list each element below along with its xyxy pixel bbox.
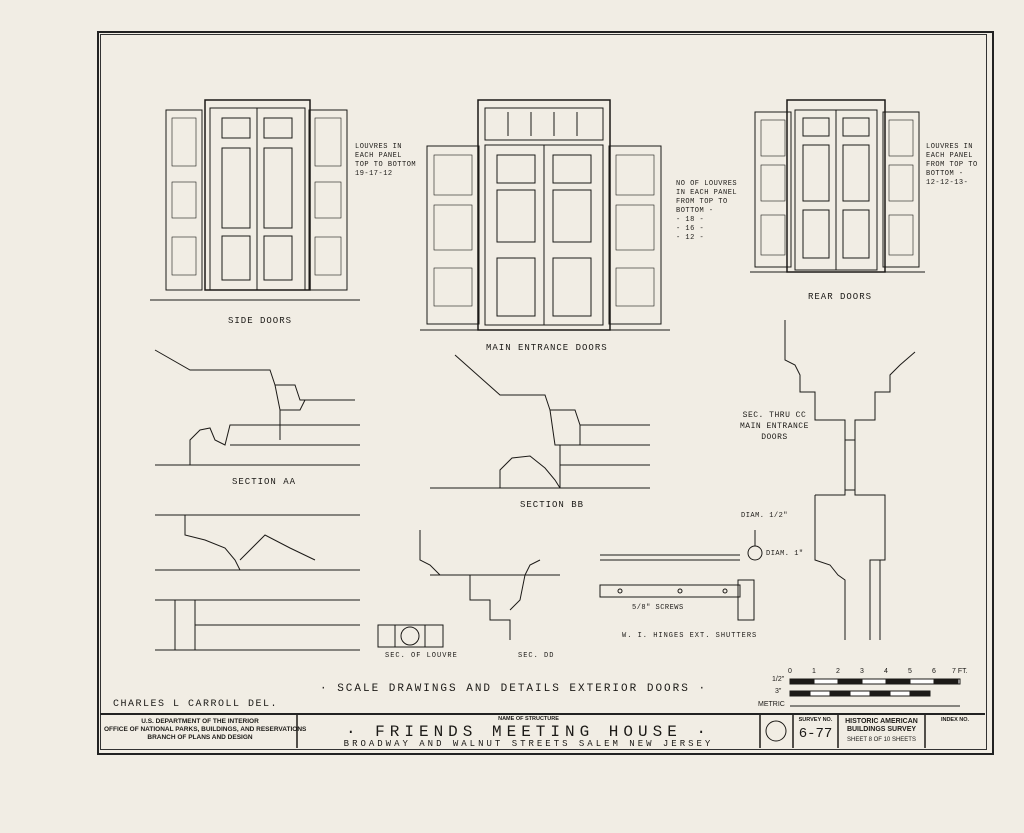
note-screws: 5/8" SCREWS [632, 604, 684, 612]
label-hinges: W. I. HINGES EXT. SHUTTERS [622, 632, 758, 640]
sheet-border-inner [100, 34, 987, 750]
label-rear-doors: REAR DOORS [808, 292, 873, 302]
note-main-louvres: NO OF LOUVRES IN EACH PANEL FROM TOP TO … [676, 180, 738, 242]
title-block: U.S. DEPARTMENT OF THE INTERIOR OFFICE O… [100, 713, 985, 750]
index-cell: INDEX NO. [925, 715, 985, 750]
section-bb-profile [430, 354, 650, 489]
habs-name: HISTORIC AMERICAN BUILDINGS SURVEY [845, 718, 918, 733]
section-cc-profile [784, 320, 916, 640]
side-doors-elevation [150, 99, 360, 301]
label-side-doors: SIDE DOORS [228, 316, 293, 326]
index-caption: INDEX NO. [940, 717, 970, 723]
scale-tick: 6 [932, 668, 936, 675]
label-section-dd: SEC. DD [518, 652, 555, 660]
label-section-cc: SEC. THRU CC MAIN ENTRANCE DOORS [740, 411, 809, 442]
section-aa-profile [154, 349, 360, 466]
label-section-bb: SECTION BB [520, 500, 585, 510]
habs-cell: HISTORIC AMERICAN BUILDINGS SURVEY SHEET… [838, 715, 925, 750]
note-side-louvres: LOUVRES IN EACH PANEL TOP TO BOTTOM 19-1… [355, 143, 417, 178]
scale-label-half-inch: 1/2" [772, 676, 785, 683]
section-dd-profile [419, 530, 560, 640]
label-section-aa: SECTION AA [232, 477, 297, 487]
label-main-entrance-doors: MAIN ENTRANCE DOORS [486, 343, 608, 353]
scale-tick: 0 [788, 668, 792, 675]
delineator: CHARLES L CARROLL DEL. [113, 699, 279, 710]
structure-name-caption: NAME OF STRUCTURE [498, 716, 559, 722]
rear-doors-elevation [750, 99, 925, 273]
scale-tick: 4 [884, 668, 888, 675]
scale-tick: 7 FT. [952, 668, 968, 675]
title-block-lines [296, 713, 926, 748]
main-entrance-doors-elevation [420, 99, 670, 331]
label-louvre-section: SEC. OF LOUVRE [385, 652, 458, 660]
scale-tick: 2 [836, 668, 840, 675]
structure-name-cell: NAME OF STRUCTURE · FRIENDS MEETING HOUS… [297, 715, 760, 750]
note-diam-top: DIAM. 1/2" [741, 512, 789, 520]
agency-text: U.S. DEPARTMENT OF THE INTERIOR OFFICE O… [104, 718, 307, 741]
sheet-number: SHEET 8 OF 10 SHEETS [847, 737, 916, 743]
scale-label-three-inch: 3" [775, 688, 782, 695]
structure-location: BROADWAY AND WALNUT STREETS SALEM NEW JE… [343, 739, 714, 749]
scale-label-metric: METRIC [758, 701, 785, 708]
louvre-section [377, 624, 444, 648]
hinge-detail [599, 530, 763, 621]
detail-ff-ee [155, 514, 360, 651]
note-rear-louvres: LOUVRES IN EACH PANEL FROM TOP TO BOTTOM… [926, 143, 978, 187]
sheet-title: · SCALE DRAWINGS AND DETAILS EXTERIOR DO… [320, 683, 708, 695]
scale-tick: 5 [908, 668, 912, 675]
survey-caption: SURVEY NO. [798, 717, 833, 723]
survey-number-cell: SURVEY NO. 6-77 [793, 715, 838, 750]
graphic-scale [789, 678, 961, 707]
sheet-border [97, 31, 994, 755]
scale-tick: 3 [860, 668, 864, 675]
scale-tick: 1 [812, 668, 816, 675]
survey-number: 6-77 [798, 726, 833, 742]
structure-name: · FRIENDS MEETING HOUSE · [345, 723, 712, 741]
note-diam-side: DIAM. 1" [766, 550, 804, 558]
